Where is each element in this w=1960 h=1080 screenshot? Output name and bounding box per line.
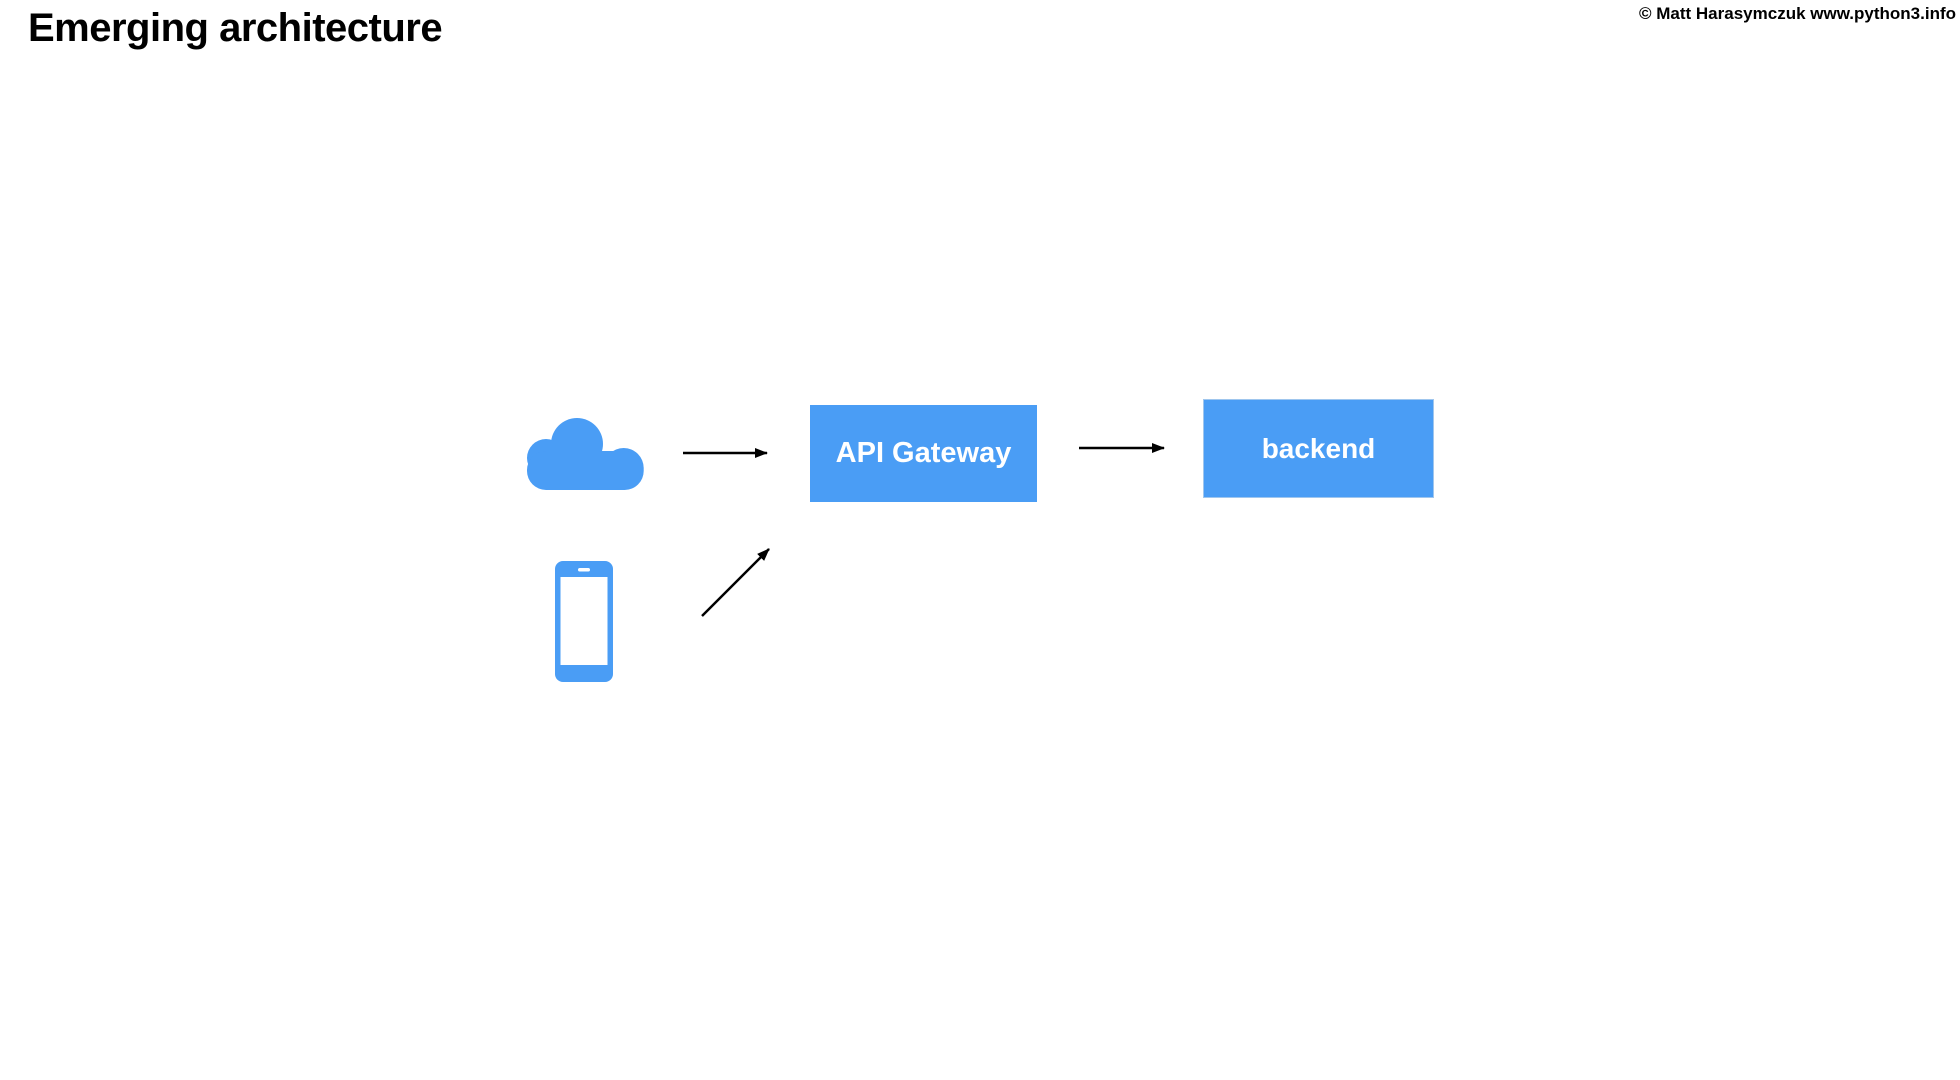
page-title: Emerging architecture	[28, 6, 443, 50]
node-api-gateway-label: API Gateway	[835, 437, 1012, 469]
cloud-icon	[527, 418, 644, 490]
node-backend-label: backend	[1261, 432, 1376, 464]
phone-shape	[555, 561, 613, 682]
phone-icon	[555, 561, 613, 682]
node-api-gateway: API Gateway	[810, 405, 1037, 502]
node-backend: backend	[1203, 399, 1434, 498]
arrow-phone-to-gateway	[701, 548, 770, 617]
copyright-text: © Matt Harasymczuk www.python3.info	[1639, 4, 1956, 23]
cloud-shape	[527, 418, 644, 490]
